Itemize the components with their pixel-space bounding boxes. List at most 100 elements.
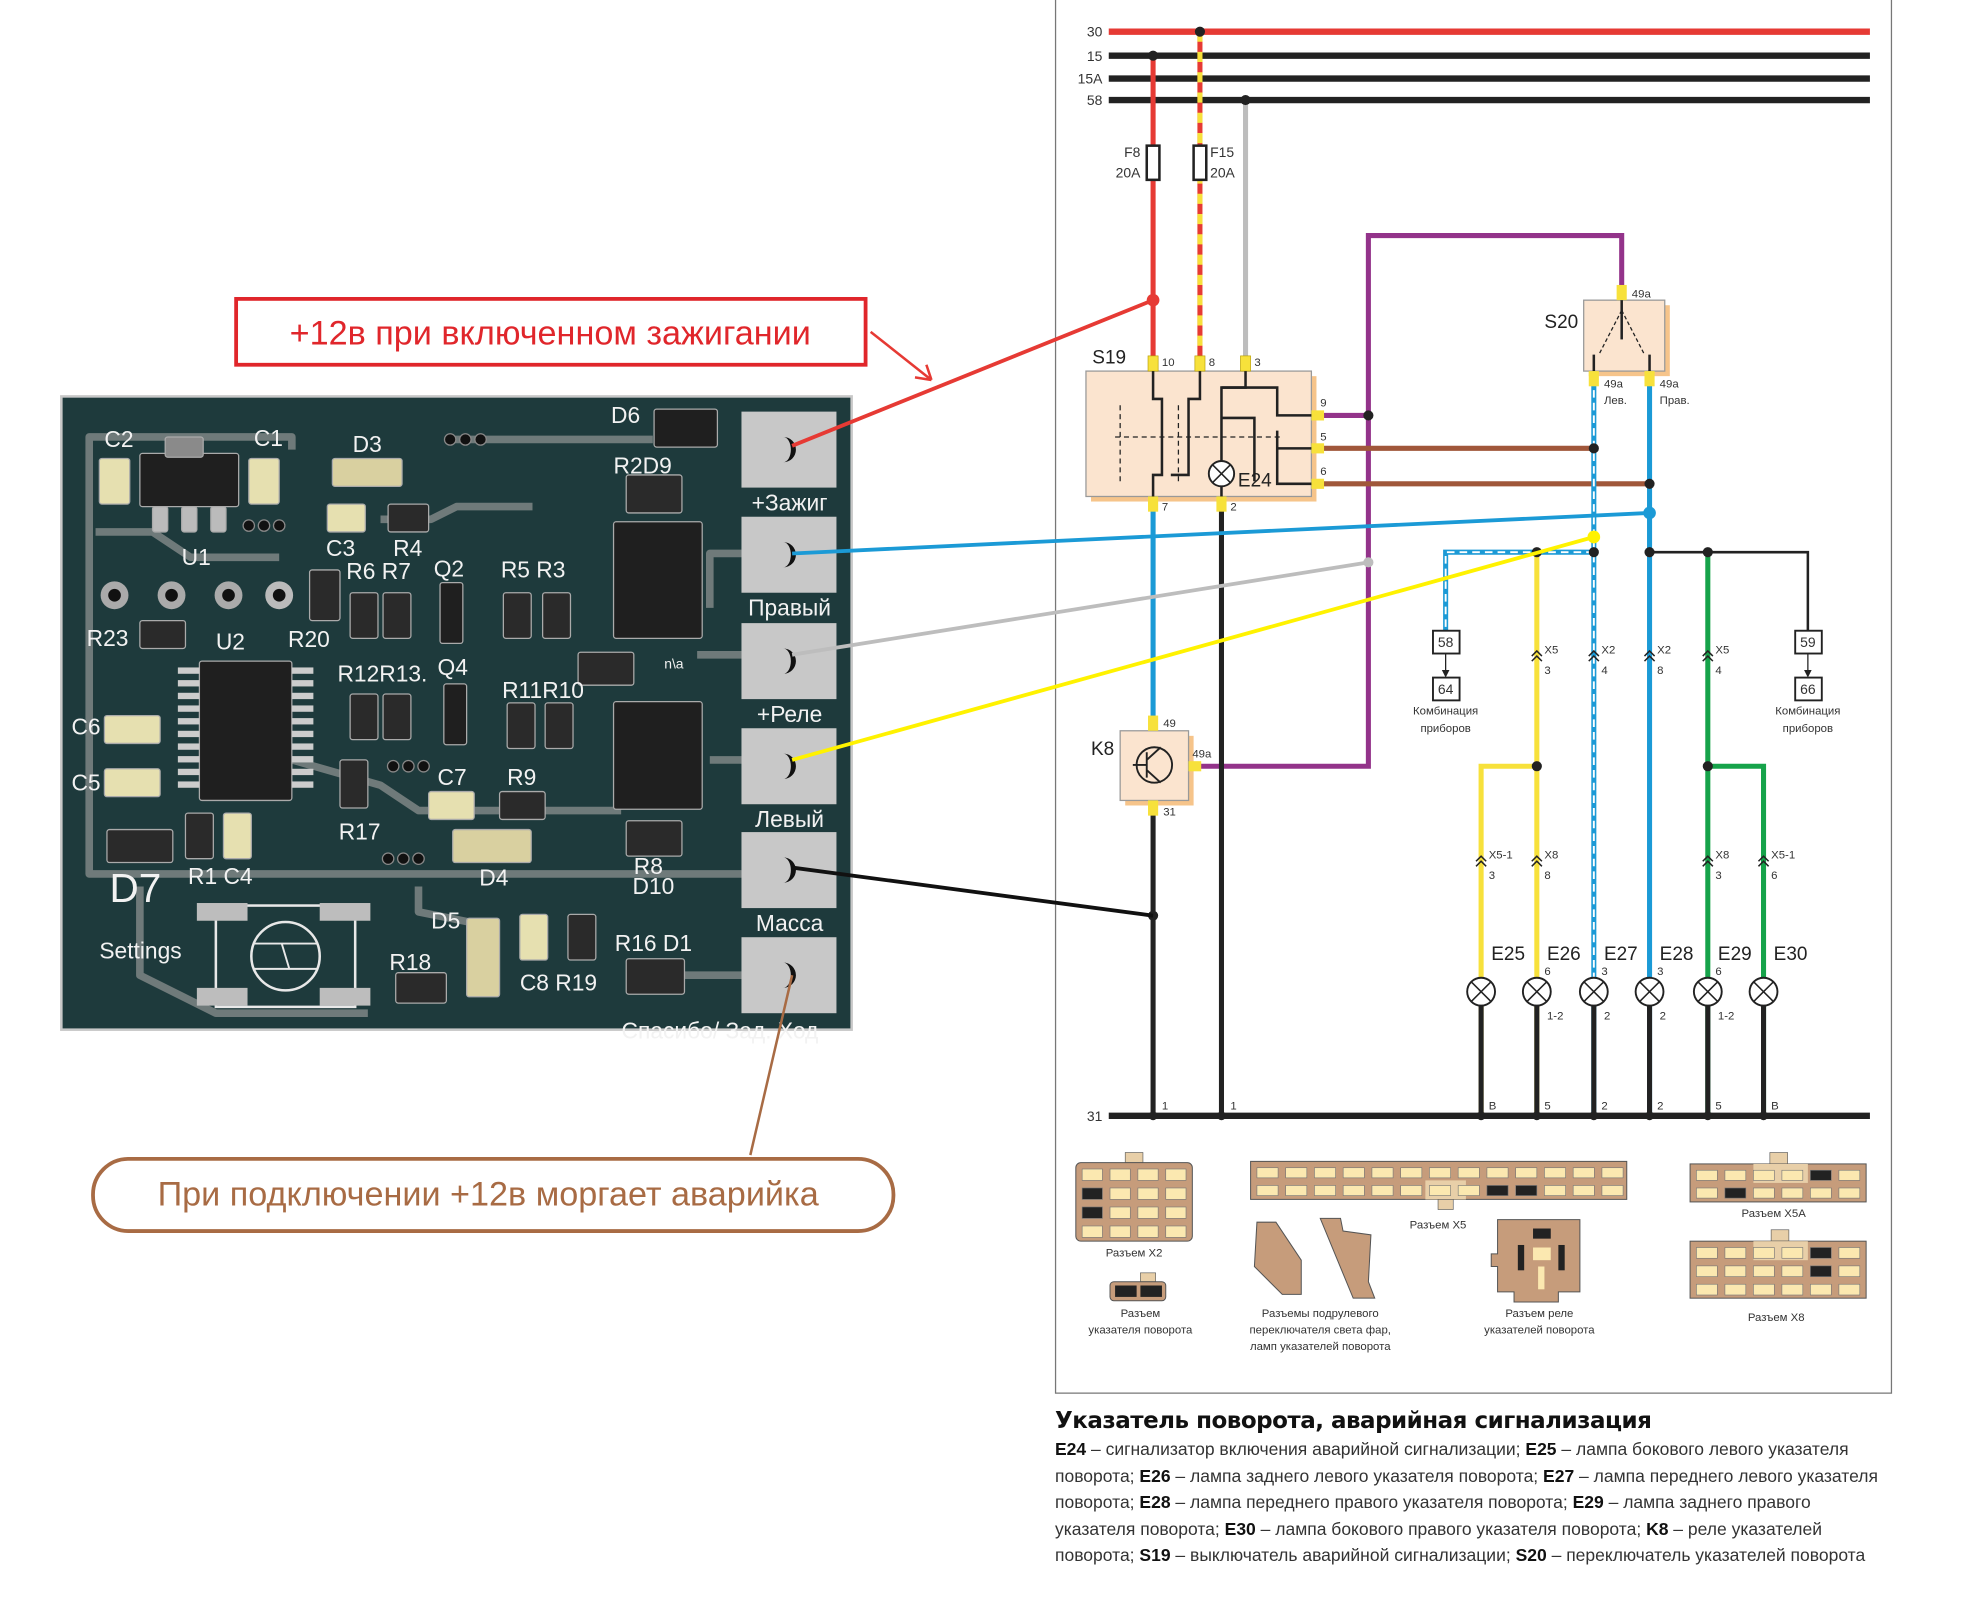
pcb-part-c5 <box>103 768 161 798</box>
legend-code: E30 <box>1224 1518 1256 1539</box>
lamp-ground: B <box>1771 1100 1779 1112</box>
legend-text: лампа бокового левого указателя поворота… <box>1055 1439 1849 1486</box>
svg-text:X8: X8 <box>1544 850 1558 862</box>
svg-text:49: 49 <box>1163 718 1176 730</box>
connector-x5-label: Разъем X5 <box>1410 1220 1467 1232</box>
legend-code: K8 <box>1646 1518 1669 1539</box>
pcb-refdes-label: R6 R7 <box>346 558 411 584</box>
caption-legend: E24 – сигнализатор включения аварийной с… <box>1055 1439 1878 1566</box>
legend-text: лампа переднего правого указателя поворо… <box>1190 1492 1568 1512</box>
pcb-refdes-label: C8 R19 <box>520 969 597 995</box>
connector-icon <box>1475 855 1487 867</box>
lamp-name: E26 <box>1547 944 1581 965</box>
wire-yellow <box>1478 763 1537 1116</box>
wire-ignition-link <box>791 298 1154 448</box>
pcb-refdes-label: R16 D1 <box>615 930 692 956</box>
lamp-ground: 5 <box>1544 1100 1550 1112</box>
svg-text:K8: K8 <box>1091 739 1114 760</box>
legend-code: S20 <box>1515 1545 1547 1565</box>
caption-title: Указатель поворота, аварийная сигнализац… <box>1055 1408 1652 1434</box>
connector-label: X5-13 <box>1475 850 1513 882</box>
svg-text:3: 3 <box>1254 357 1260 369</box>
svg-text:49a: 49a <box>1632 289 1652 301</box>
pcb-part-r6 <box>349 592 379 639</box>
lamp-top: 3 <box>1601 966 1607 978</box>
pcb-refdes-label: Q2 <box>434 555 464 581</box>
pcb-terminal-pad[interactable]: +Реле <box>741 623 837 727</box>
svg-text:S19: S19 <box>1092 347 1126 368</box>
power-buses: 30 15 15A 58 31 <box>1078 24 1870 1124</box>
pcb-refdes-label: R9 <box>507 764 536 790</box>
pcb-part-u2-chip <box>198 660 293 802</box>
fuse-f8-icon <box>1145 144 1161 182</box>
svg-text:6: 6 <box>1320 466 1326 478</box>
pcb-part-r10 <box>544 702 574 750</box>
fuse-name: F15 <box>1210 144 1234 160</box>
legend-text: лампа заднего левого указателя поворота; <box>1190 1465 1539 1486</box>
pcb-part-u1-pin <box>151 505 169 533</box>
connector-label: X54 <box>1702 645 1729 677</box>
pcb-refdes-label: R17 <box>339 819 381 845</box>
lamp-name: E30 <box>1774 944 1808 965</box>
connector-icon <box>1531 855 1543 867</box>
svg-text:Разъем: Разъем <box>1121 1308 1161 1320</box>
connector-label: X5-16 <box>1757 850 1795 882</box>
lamp-bottom: 2 <box>1660 1011 1666 1023</box>
fuse-rating: 20A <box>1210 164 1235 180</box>
connector-label: X24 <box>1588 645 1615 677</box>
fuse-rating: 20A <box>1116 164 1141 180</box>
lamp-name: E25 <box>1491 944 1525 965</box>
pcb-part-d9 <box>625 474 683 514</box>
lamp-ground: 2 <box>1657 1100 1663 1112</box>
wire-ground-link <box>791 865 1154 918</box>
connector-label: X28 <box>1643 645 1671 677</box>
svg-text:4: 4 <box>1715 665 1721 677</box>
bus-label: 15 <box>1087 48 1103 64</box>
lamp-bottom: 2 <box>1604 1011 1610 1023</box>
pcb-refdes-label: C2 <box>104 426 133 452</box>
legend-text: лампа бокового правого указателя поворот… <box>1275 1518 1642 1539</box>
connector-icon <box>1531 649 1543 662</box>
legend-code: E25 <box>1525 1439 1557 1459</box>
pcb-part-c8 <box>519 913 549 961</box>
bus-label: 15A <box>1078 71 1103 87</box>
bus-label: 31 <box>1087 1108 1103 1124</box>
e24-lamp-icon <box>1207 460 1236 488</box>
pcb-refdes-label: R4 <box>393 535 422 561</box>
connector-x8-label: Разъем X8 <box>1748 1312 1805 1324</box>
lamp-top: 6 <box>1715 966 1721 978</box>
legend-text: реле указателей поворота; <box>1055 1518 1822 1566</box>
pcb-terminal-pad[interactable]: Правый <box>741 516 837 621</box>
wire-reverse-link <box>749 974 794 1156</box>
svg-text:Разъем реле: Разъем реле <box>1505 1308 1573 1320</box>
svg-text:7: 7 <box>1162 501 1168 513</box>
pad-label: +Зажиг <box>752 489 828 515</box>
schematic-frame <box>1054 0 1893 1394</box>
svg-text:49a: 49a <box>1192 748 1212 760</box>
pcb-refdes-label: R2D9 <box>614 453 672 479</box>
pcb-part-r12 <box>349 693 379 741</box>
legend-text: выключатель аварийной сигнализации; <box>1190 1545 1511 1565</box>
settings-button[interactable] <box>196 903 371 1009</box>
wire-left-link <box>791 535 1595 762</box>
svg-text:58: 58 <box>1438 634 1454 650</box>
pcb-terminal-pad[interactable]: Масса <box>741 832 837 936</box>
fuse-f15-icon <box>1192 144 1208 182</box>
pcb-part-r7 <box>382 592 412 639</box>
svg-text:X5: X5 <box>1544 645 1558 657</box>
pcb-terminal-pad[interactable]: Спасибо/ Зад. Ход <box>622 937 837 1044</box>
svg-text:5: 5 <box>1320 432 1326 444</box>
connector-icon <box>1702 649 1714 662</box>
pad-label: Спасибо/ Зад. Ход <box>622 1018 819 1044</box>
solder-hole-icon <box>783 436 796 463</box>
pcb-part-d1 <box>625 958 686 995</box>
pcb-refdes-label: C3 <box>326 535 355 561</box>
svg-text:X5-1: X5-1 <box>1771 850 1795 862</box>
pcb-part-r17 <box>339 759 369 809</box>
pcb-terminal-pad[interactable]: +Зажиг <box>741 411 837 516</box>
svg-text:8: 8 <box>1544 870 1550 882</box>
pcb-terminal-pad[interactable]: Левый <box>741 728 837 832</box>
